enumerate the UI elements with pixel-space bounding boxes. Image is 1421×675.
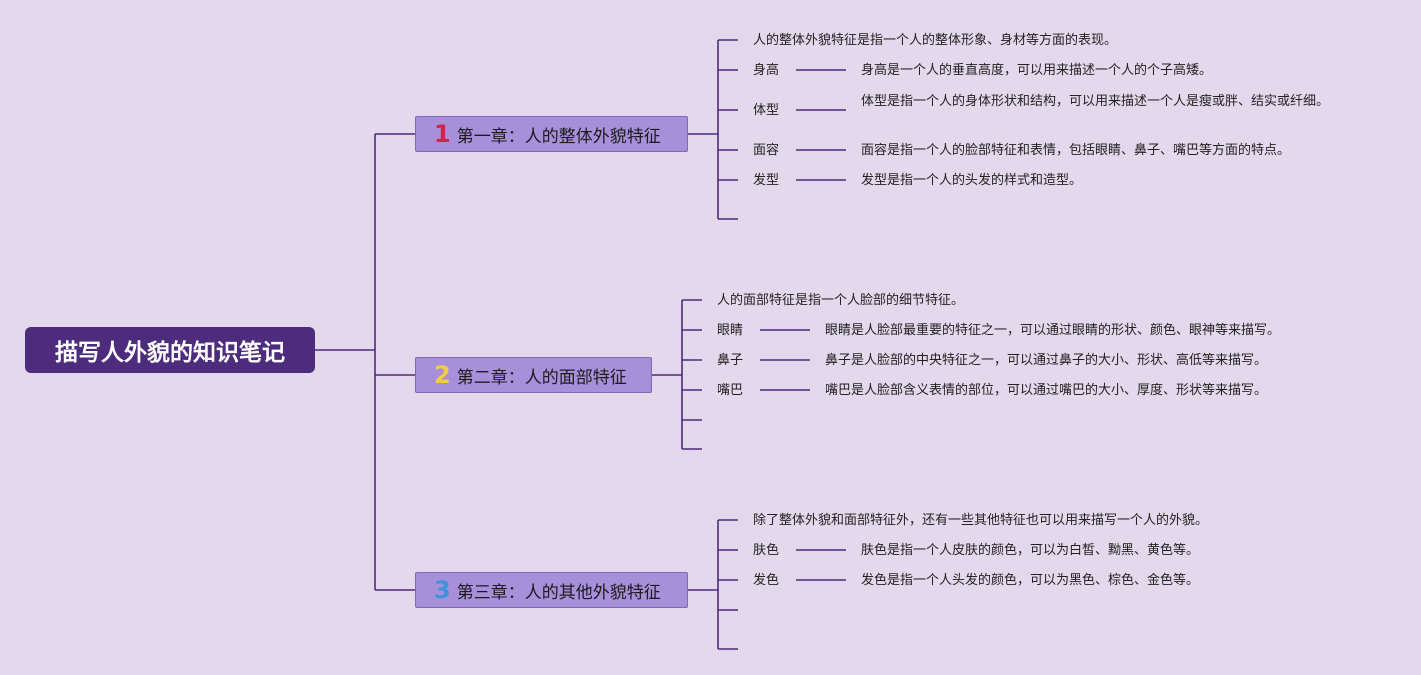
chapter-2-term-eyes[interactable]: 眼睛 [717,323,744,338]
chapter-3-intro[interactable]: 除了整体外貌和面部特征外，还有一些其他特征也可以用来描写一个人的外貌。 [753,513,1209,528]
chapter-2-desc-mouth[interactable]: 嘴巴是人脸部含义表情的部位，可以通过嘴巴的大小、厚度、形状等来描写。 [825,383,1268,398]
chapter-3-term-haircolor[interactable]: 发色 [753,573,780,588]
chapter-2-term-nose[interactable]: 鼻子 [717,353,744,368]
chapter-2-title: 第二章：人的面部特征 [456,367,627,388]
chapter-1-term-build[interactable]: 体型 [753,103,780,118]
chapter-3-desc-haircolor[interactable]: 发色是指一个人头发的颜色，可以为黑色、棕色、金色等。 [861,573,1200,588]
chapter-1-intro[interactable]: 人的整体外貌特征是指一个人的整体形象、身材等方面的表现。 [753,33,1118,48]
chapter-3-term-skin[interactable]: 肤色 [753,543,780,558]
chapter-1-desc-hairstyle[interactable]: 发型是指一个人的头发的样式和造型。 [861,173,1083,188]
chapter-1-term-height[interactable]: 身高 [753,63,780,78]
chapter-3-desc-skin[interactable]: 肤色是指一个人皮肤的颜色，可以为白皙、黝黑、黄色等。 [861,543,1200,558]
chapter-1-term-face[interactable]: 面容 [753,143,780,158]
chapter-1-title: 第一章：人的整体外貌特征 [456,126,661,147]
root-title: 描写人外貌的知识笔记 [55,340,285,366]
chapter-2-number: 2 [434,361,451,389]
chapter-1-term-hairstyle[interactable]: 发型 [753,173,780,188]
chapter-1-number: 1 [434,120,451,148]
root-node[interactable]: 描写人外貌的知识笔记 [25,327,315,373]
chapter-2-desc-nose[interactable]: 鼻子是人脸部的中央特征之一，可以通过鼻子的大小、形状、高低等来描写。 [825,353,1268,368]
chapter-1-desc-build[interactable]: 体型是指一个人的身体形状和结构，可以用来描述一个人是瘦或胖、结实或纤细。 [861,94,1330,109]
chapter-2-desc-eyes[interactable]: 眼睛是人脸部最重要的特征之一，可以通过眼睛的形状、颜色、眼神等来描写。 [825,323,1281,338]
chapter-2-intro[interactable]: 人的面部特征是指一个人脸部的细节特征。 [717,293,965,308]
chapter-3-number: 3 [434,576,451,604]
chapter-1-node[interactable]: 1 第一章：人的整体外貌特征 [415,116,688,152]
chapter-1-desc-face[interactable]: 面容是指一个人的脸部特征和表情，包括眼睛、鼻子、嘴巴等方面的特点。 [861,143,1291,158]
chapter-2-term-mouth[interactable]: 嘴巴 [717,383,744,398]
chapter-3-title: 第三章：人的其他外貌特征 [456,582,661,603]
chapter-2-node[interactable]: 2 第二章：人的面部特征 [415,357,652,393]
chapter-1-desc-height[interactable]: 身高是一个人的垂直高度，可以用来描述一个人的个子高矮。 [861,63,1213,78]
chapter-3-node[interactable]: 3 第三章：人的其他外貌特征 [415,572,688,608]
